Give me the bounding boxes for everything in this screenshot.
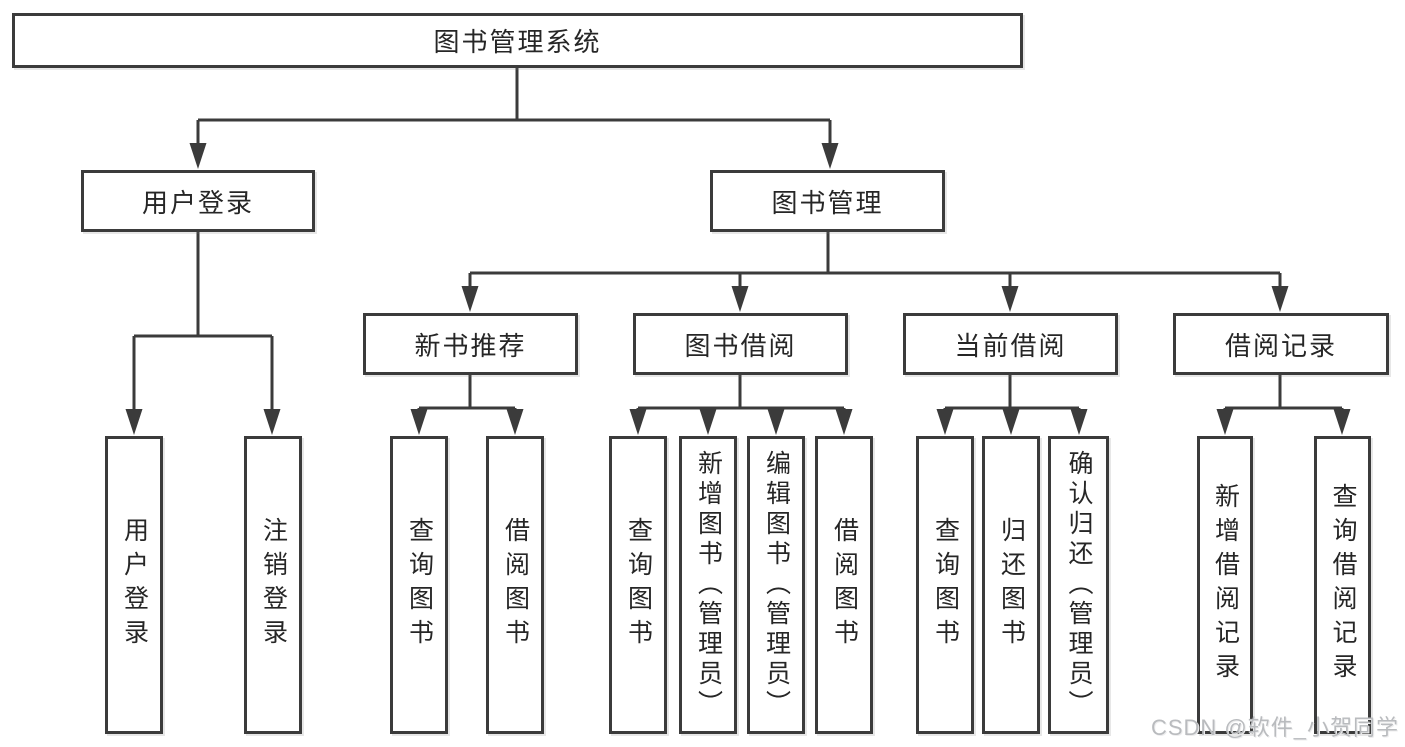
leaf-label: 借阅图书 bbox=[501, 517, 530, 653]
leaf-label: 借阅图书 bbox=[830, 517, 859, 653]
leaf-label: 查询借阅记录 bbox=[1329, 483, 1357, 687]
node-book-management: 图书管理 bbox=[710, 170, 945, 232]
leaf-query-borrow-record: 查询借阅记录 bbox=[1314, 436, 1371, 734]
leaf-logout: 注销登录 bbox=[244, 436, 302, 734]
leaf-query-books-current: 查询图书 bbox=[916, 436, 974, 734]
leaf-label: 确认归还（管理员） bbox=[1065, 450, 1093, 720]
leaf-query-books-recommend: 查询图书 bbox=[390, 436, 448, 734]
node-label: 当前借阅 bbox=[954, 330, 1067, 361]
node-new-book-recommend: 新书推荐 bbox=[363, 313, 578, 375]
leaf-label: 新增借阅记录 bbox=[1211, 483, 1240, 687]
leaf-label: 编辑图书（管理员） bbox=[762, 450, 791, 720]
node-root-label: 图书管理系统 bbox=[433, 27, 602, 57]
leaf-label: 查询图书 bbox=[624, 517, 653, 653]
leaf-label: 新增图书（管理员） bbox=[694, 450, 723, 720]
node-current-borrow: 当前借阅 bbox=[903, 313, 1118, 375]
leaf-add-borrow-record: 新增借阅记录 bbox=[1197, 436, 1253, 734]
node-user-login-group: 用户登录 bbox=[81, 170, 315, 232]
node-root: 图书管理系统 bbox=[12, 13, 1023, 68]
leaf-add-books-admin: 新增图书（管理员） bbox=[679, 436, 737, 734]
leaf-borrow-books: 借阅图书 bbox=[815, 436, 873, 734]
leaf-label: 归还图书 bbox=[997, 517, 1026, 653]
leaf-confirm-return-admin: 确认归还（管理员） bbox=[1048, 436, 1109, 734]
leaf-user-login: 用户登录 bbox=[105, 436, 163, 734]
node-label: 图书借阅 bbox=[684, 330, 797, 361]
node-label: 用户登录 bbox=[141, 187, 254, 218]
leaf-label: 用户登录 bbox=[120, 517, 149, 653]
leaf-label: 查询图书 bbox=[405, 517, 434, 653]
leaf-label: 注销登录 bbox=[259, 517, 288, 653]
node-label: 借阅记录 bbox=[1224, 330, 1337, 361]
node-label: 新书推荐 bbox=[414, 330, 527, 361]
node-label: 图书管理 bbox=[771, 187, 884, 218]
csdn-watermark: CSDN @软件_小贺同学 bbox=[1150, 715, 1399, 740]
leaf-query-books-borrow: 查询图书 bbox=[609, 436, 667, 734]
leaf-edit-books-admin: 编辑图书（管理员） bbox=[747, 436, 805, 734]
node-borrow-records: 借阅记录 bbox=[1173, 313, 1389, 375]
node-book-borrow: 图书借阅 bbox=[633, 313, 848, 375]
leaf-label: 查询图书 bbox=[931, 517, 960, 653]
leaf-return-books: 归还图书 bbox=[982, 436, 1040, 734]
leaf-borrow-books-recommend: 借阅图书 bbox=[486, 436, 544, 734]
